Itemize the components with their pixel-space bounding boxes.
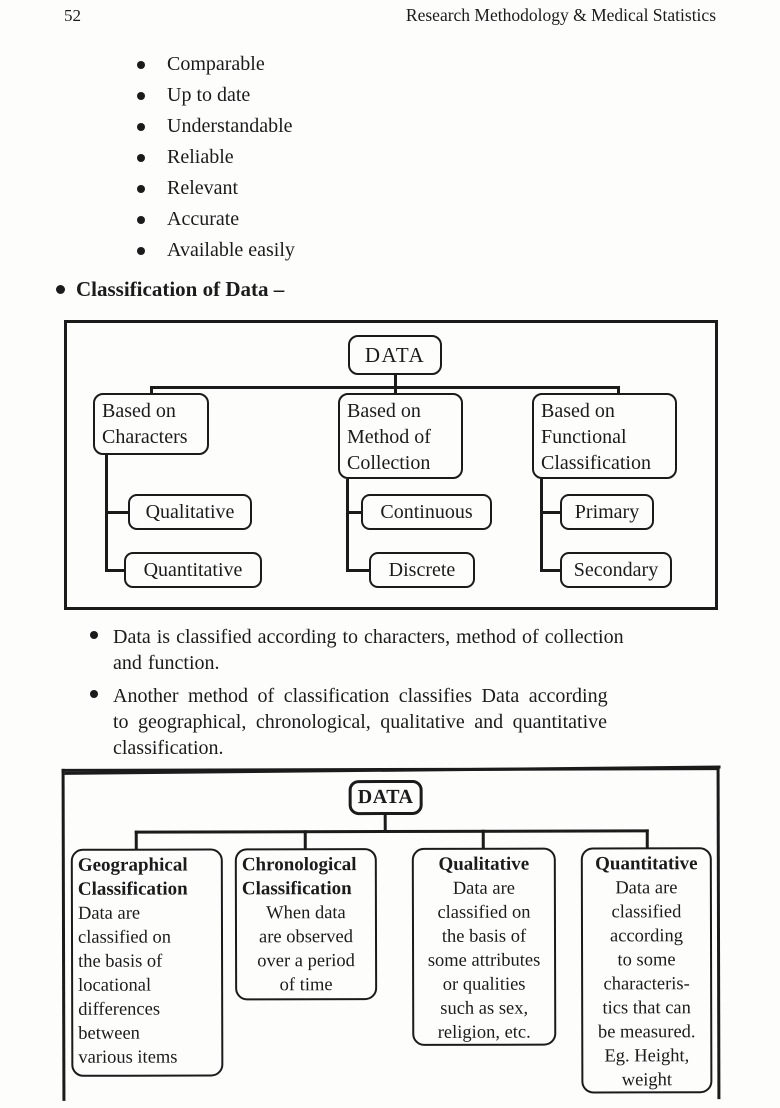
- category-box-geographical: Geographical Classification Data are cla…: [70, 848, 224, 1077]
- list-item: Understandable: [137, 111, 295, 142]
- connector-line: [134, 830, 138, 851]
- bullet-icon: [137, 153, 145, 162]
- list-item: Reliable: [137, 142, 295, 173]
- category-description: Data are classified on the basis of some…: [427, 878, 541, 1043]
- data-classification-types-diagram: DATA Geographical Classification Data ar…: [61, 765, 721, 1101]
- note-paragraph: Data is classified according to characte…: [113, 626, 624, 674]
- branch-box-based-on-method-of-collection: Based on Method of Collection: [338, 393, 463, 479]
- bullet-icon: [137, 60, 145, 69]
- list-item-label: Comparable: [167, 53, 265, 75]
- connector-line: [105, 511, 129, 514]
- bullet-icon: [137, 122, 145, 131]
- category-description: Data are classified according to some ch…: [597, 878, 696, 1091]
- note-paragraph: Another method of classification classif…: [113, 685, 608, 759]
- bullet-icon: [137, 184, 145, 193]
- connector-line: [481, 829, 485, 850]
- qualities-list: Comparable Up to date Understandable Rel…: [137, 49, 295, 266]
- bullet-icon: [90, 631, 98, 639]
- list-item: Accurate: [137, 204, 295, 235]
- connector-line: [394, 375, 397, 395]
- child-box-continuous: Continuous: [361, 494, 492, 530]
- child-box-qualitative: Qualitative: [128, 494, 252, 530]
- connector-line: [540, 511, 561, 514]
- connector-line: [303, 830, 307, 851]
- diagram-bottom-border: [64, 765, 721, 775]
- branch-box-based-on-functional-classification: Based on Functional Classification: [532, 393, 677, 479]
- bullet-icon: [56, 285, 65, 294]
- bullet-icon: [137, 246, 145, 255]
- data-root-box: DATA: [348, 779, 423, 816]
- category-title: Qualitative: [438, 853, 530, 875]
- child-box-quantitative: Quantitative: [124, 552, 262, 588]
- child-box-discrete: Discrete: [369, 552, 475, 588]
- connector-line: [134, 829, 649, 834]
- child-box-primary: Primary: [560, 494, 654, 530]
- bullet-icon: [137, 91, 145, 100]
- connector-line: [105, 569, 125, 572]
- classification-tree-diagram: DATA Based on Characters Based on Method…: [64, 320, 718, 610]
- connector-line: [346, 511, 362, 514]
- category-title: Geographical Classification: [77, 854, 188, 900]
- category-box-quantitative: Quantitative Data are classified accordi…: [580, 847, 713, 1094]
- category-box-chronological: Chronological Classification When data a…: [234, 848, 378, 1001]
- bullet-icon: [137, 215, 145, 224]
- list-item: Comparable: [137, 49, 295, 80]
- list-item-label: Relevant: [167, 177, 239, 199]
- category-title: Chronological Classification: [241, 854, 357, 900]
- list-item: Relevant: [137, 173, 295, 204]
- child-box-secondary: Secondary: [560, 552, 672, 588]
- list-item-label: Accurate: [167, 208, 240, 230]
- section-heading-label: Classification of Data –: [76, 277, 285, 301]
- list-item: Available easily: [137, 235, 295, 266]
- connector-line: [346, 479, 349, 572]
- category-description: When data are observed over a period of …: [257, 903, 355, 996]
- list-item-label: Up to date: [167, 84, 251, 106]
- connector-line: [150, 386, 153, 395]
- connector-line: [540, 479, 543, 572]
- category-description: Data are classified on the basis of loca…: [77, 903, 178, 1068]
- category-title: Quantitative: [595, 853, 698, 875]
- running-header-title: Research Methodology & Medical Statistic…: [405, 5, 716, 25]
- page-number: 52: [64, 6, 81, 25]
- connector-line: [617, 386, 620, 395]
- list-item-label: Understandable: [167, 115, 293, 137]
- bullet-icon: [90, 690, 98, 698]
- connector-line: [150, 386, 620, 389]
- connector-line: [346, 569, 370, 572]
- list-item: Up to date: [137, 80, 295, 111]
- list-item-label: Reliable: [167, 146, 234, 168]
- list-item-label: Available easily: [167, 239, 295, 261]
- category-box-qualitative: Qualitative Data are classified on the b…: [411, 847, 557, 1046]
- section-heading: Classification of Data –: [56, 277, 284, 302]
- connector-line: [540, 569, 561, 572]
- data-root-box: DATA: [348, 335, 442, 375]
- branch-box-based-on-characters: Based on Characters: [93, 393, 209, 455]
